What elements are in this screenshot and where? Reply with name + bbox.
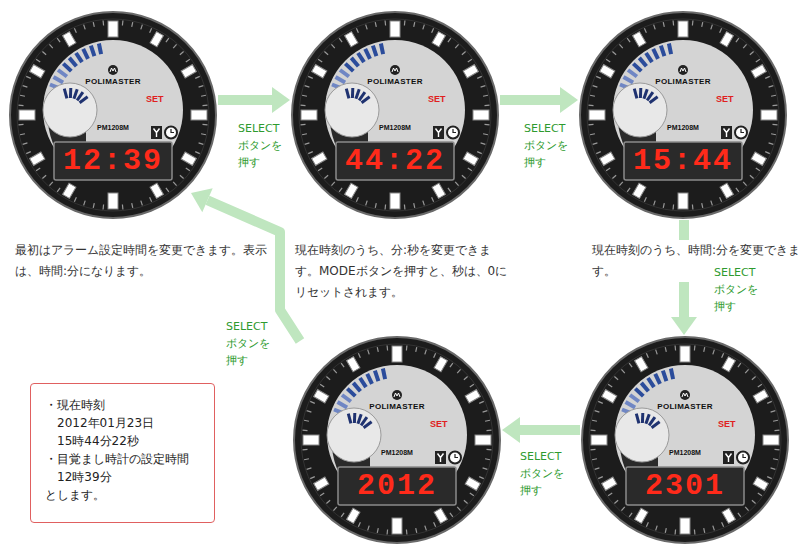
lcd-display: 44:22 — [345, 144, 445, 178]
set-indicator: SET — [428, 94, 446, 104]
flow-arrow — [500, 87, 578, 113]
model-name: PM1208M — [97, 124, 129, 131]
lcd-display: 12:39 — [63, 144, 163, 178]
arrow-head — [272, 87, 290, 113]
edge-label: SELECT ボタンを 押す — [524, 120, 572, 171]
watch-node: POLIMASTER SET PM1208M 2012 — [292, 335, 502, 545]
edge-label: SELECT ボタンを 押す — [238, 120, 286, 171]
description-text: 最初はアラーム設定時間を変更できます。表示は、時間:分になります。 — [15, 240, 270, 282]
model-name: PM1208M — [667, 124, 699, 131]
edge-label: SELECT ボタンを 押す — [714, 264, 762, 315]
note-box: ・現在時刻2012年01月23日15時44分22秒・目覚まし時計の設定時間12時… — [30, 383, 215, 523]
model-name: PM1208M — [381, 449, 413, 456]
brand-logo: POLIMASTER — [367, 77, 422, 86]
watch-node: POLIMASTER SET PM1208M 15:44 — [578, 10, 788, 220]
arrow-shaft — [520, 425, 580, 435]
flow-arrow — [502, 417, 580, 443]
edge-label: SELECT ボタンを 押す — [226, 318, 274, 369]
note-line: 12時39分 — [45, 468, 200, 486]
flow-arrow — [218, 87, 290, 113]
arrow-head — [191, 188, 213, 212]
watch-face — [578, 10, 788, 220]
lcd-display: 2012 — [357, 469, 437, 503]
arrow-shaft — [218, 95, 272, 105]
set-indicator: SET — [430, 419, 448, 429]
note-line: 15時44分22秒 — [45, 432, 200, 450]
note-line: ・現在時刻 — [45, 396, 200, 414]
edge-label: SELECT ボタンを 押す — [520, 448, 568, 499]
set-indicator: SET — [146, 94, 164, 104]
lcd-display: 2301 — [645, 469, 725, 503]
brand-logo: POLIMASTER — [655, 77, 710, 86]
watch-face — [8, 10, 218, 220]
brand-logo: POLIMASTER — [657, 402, 712, 411]
watch-face — [292, 335, 502, 545]
description-text: 現在時刻のうち、分:秒を変更できます。MODEボタンを押すと、秒は、0にリセット… — [295, 240, 510, 303]
model-name: PM1208M — [379, 124, 411, 131]
set-indicator: SET — [716, 94, 734, 104]
watch-node: POLIMASTER SET PM1208M 2301 — [580, 335, 790, 545]
watch-face — [580, 335, 790, 545]
note-line: 2012年01月23日 — [45, 414, 200, 432]
note-line: とします。 — [45, 486, 200, 504]
arrow-head — [671, 317, 697, 335]
watch-node: POLIMASTER SET PM1208M 12:39 — [8, 10, 218, 220]
description-text: 現在時刻のうち、時間:分を変更できます。 — [592, 240, 804, 282]
model-name: PM1208M — [669, 449, 701, 456]
watch-node: POLIMASTER SET PM1208M 44:22 — [290, 10, 500, 220]
arrow-head — [502, 417, 520, 443]
brand-logo: POLIMASTER — [369, 402, 424, 411]
lcd-display: 15:44 — [633, 144, 733, 178]
brand-logo: POLIMASTER — [85, 77, 140, 86]
note-line: ・目覚まし時計の設定時間 — [45, 450, 200, 468]
arrow-shaft — [500, 95, 560, 105]
watch-face — [290, 10, 500, 220]
set-indicator: SET — [718, 419, 736, 429]
arrow-head — [560, 87, 578, 113]
